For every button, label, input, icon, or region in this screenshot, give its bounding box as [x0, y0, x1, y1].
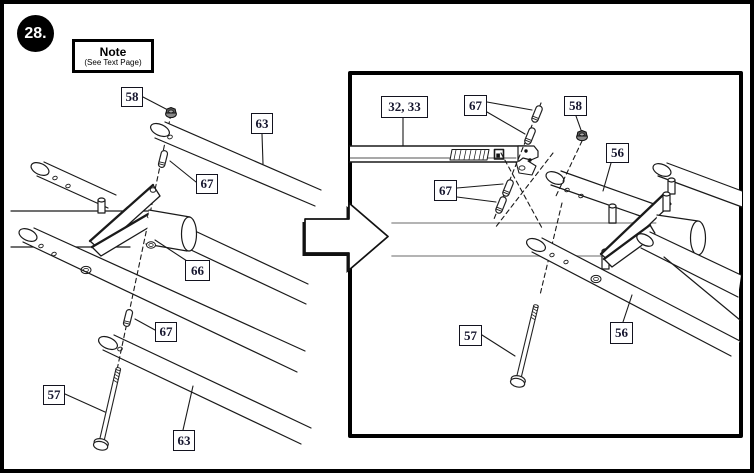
left-exploded-view — [10, 96, 322, 453]
tube-upper-right — [652, 162, 743, 208]
bracket-stub — [97, 197, 106, 214]
part-label-56-upper: 56 — [606, 143, 629, 163]
part-label-67-top-right: 67 — [464, 95, 487, 116]
part-label-57-right: 57 — [459, 325, 482, 346]
part-label-56-lower: 56 — [610, 322, 633, 344]
part-label-63-top: 63 — [251, 113, 273, 134]
rail-end-bracket — [515, 145, 539, 176]
tube-56-upper — [545, 170, 655, 219]
pin-67-bottom — [122, 308, 134, 328]
note-callout: Note (See Text Page) — [72, 39, 154, 73]
tube-lower-right — [636, 231, 742, 321]
note-subtitle: (See Text Page) — [84, 57, 142, 67]
part-label-58-left: 58 — [121, 87, 143, 107]
tube-upper-left — [30, 161, 117, 209]
note-title: Note — [99, 44, 127, 59]
exploded-view-drawing — [10, 71, 743, 453]
part-label-58-right: 58 — [564, 96, 587, 116]
step-number-badge: 28. — [17, 15, 54, 52]
part-label-67-mid-right: 67 — [434, 180, 457, 201]
frame-tube-lower-left — [18, 227, 306, 373]
nut-58 — [165, 106, 177, 119]
right-pointer-lines — [402, 101, 633, 357]
part-label-66: 66 — [185, 260, 210, 281]
assembly-axis-dashed-line — [101, 113, 172, 442]
right-assembled-view — [349, 101, 743, 390]
transition-arrow-icon — [302, 202, 389, 273]
pin-67-top — [157, 149, 169, 169]
tube-63-bottom — [97, 334, 312, 445]
part-label-57-left: 57 — [43, 385, 65, 405]
part-label-67-bottom-left: 67 — [155, 322, 177, 342]
rail-32-33 — [349, 145, 539, 176]
nut-58-right — [575, 129, 589, 142]
pivot-bracket — [88, 183, 161, 257]
rail-logo-mark — [493, 148, 505, 160]
left-pointer-lines — [64, 96, 264, 431]
tube-63-top — [149, 121, 322, 207]
part-label-63-bottom: 63 — [173, 430, 195, 451]
roller-66 — [145, 209, 198, 252]
part-label-32-33: 32, 33 — [381, 96, 428, 118]
rail-warning-decal — [449, 149, 490, 161]
part-label-67-top-left: 67 — [196, 174, 218, 194]
